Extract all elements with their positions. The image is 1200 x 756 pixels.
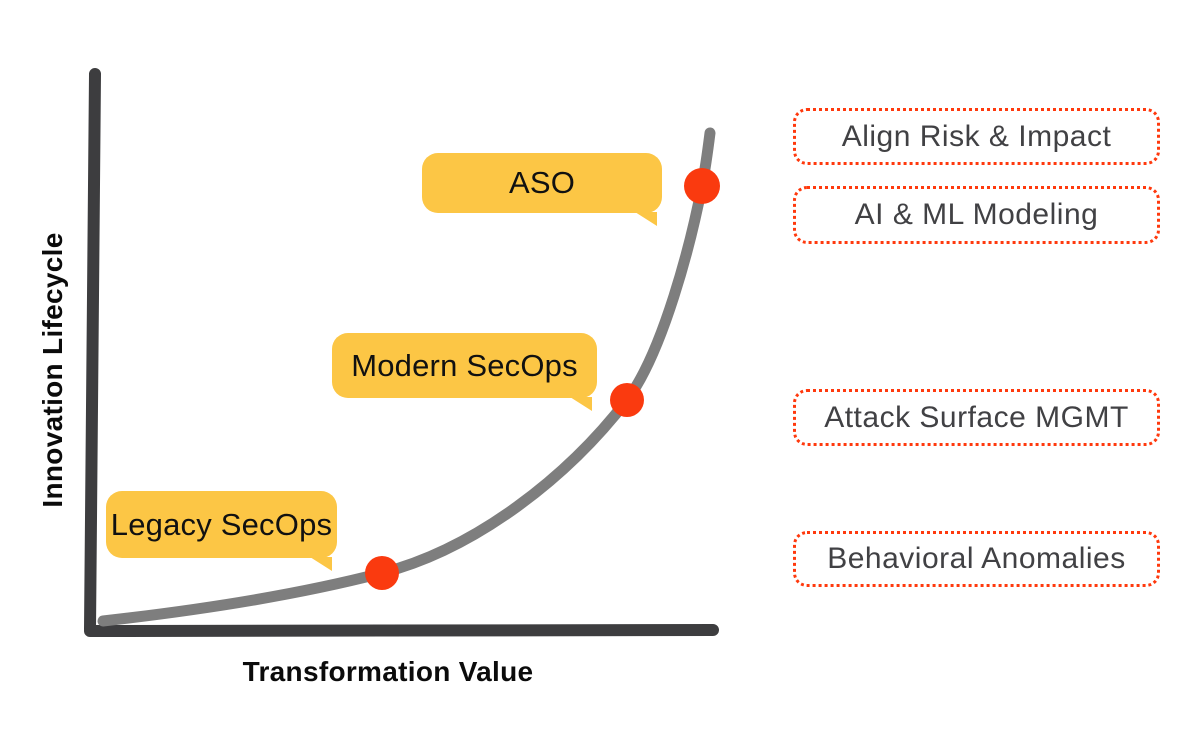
bubble-modern-secops-label: Modern SecOps [351, 347, 578, 383]
bubble-modern-secops: Modern SecOps [332, 333, 597, 411]
callout-align-risk-impact: Align Risk & Impact [793, 108, 1160, 165]
callout-attack-surface-mgmt: Attack Surface MGMT [793, 389, 1160, 446]
callout-align-risk-impact-label: Align Risk & Impact [841, 119, 1112, 153]
milestone-dot-aso [684, 168, 720, 204]
bubble-legacy-secops: Legacy SecOps [106, 491, 337, 571]
x-axis-label: Transformation Value [242, 656, 534, 687]
milestone-dot-legacy-secops [365, 556, 399, 590]
callout-ai-ml-modeling-label: AI & ML Modeling [854, 198, 1099, 231]
callout-ai-ml-modeling: AI & ML Modeling [793, 186, 1160, 244]
x-axis [84, 624, 719, 637]
bubble-aso-label: ASO [508, 165, 576, 200]
milestone-dot-modern-secops [610, 383, 644, 417]
y-axis-label: Innovation Lifecycle [37, 232, 68, 508]
y-axis [84, 68, 101, 635]
bubble-aso: ASO [422, 153, 662, 226]
callout-behavioral-anomalies-label: Behavioral Anomalies [827, 542, 1126, 575]
callout-behavioral-anomalies: Behavioral Anomalies [793, 531, 1160, 587]
bubble-legacy-secops-label: Legacy SecOps [110, 506, 333, 542]
callout-attack-surface-mgmt-label: Attack Surface MGMT [824, 400, 1129, 434]
